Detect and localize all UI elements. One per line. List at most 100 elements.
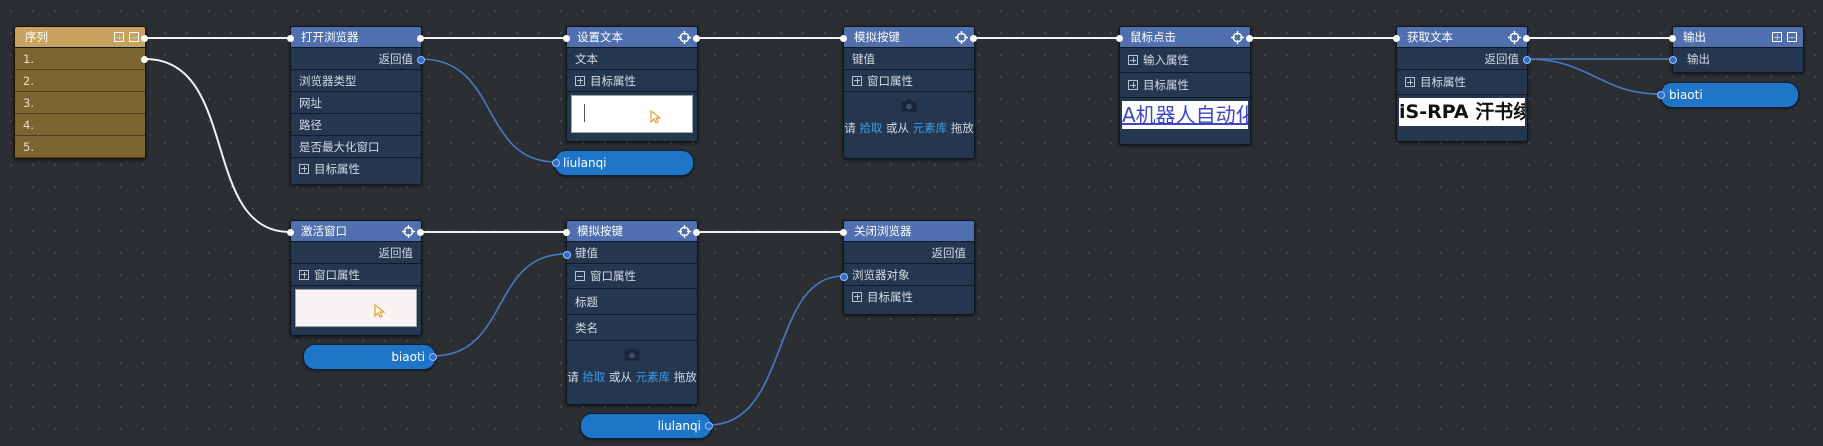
mouse-click-header[interactable]: 鼠标点击	[1120, 27, 1250, 48]
simulate-key-node[interactable]: 模拟按键 键值 窗口属性 请 拾取 或从 元素库 拖放	[843, 26, 975, 159]
sequence-item[interactable]: 3.	[15, 92, 145, 114]
data-out-port[interactable]	[1523, 56, 1531, 64]
mouse-click-node[interactable]: 鼠标点击 输入属性 目标属性 A机器人自动化	[1119, 26, 1251, 145]
sequence-item[interactable]: 2.	[15, 70, 145, 92]
variable-pill-biaoti[interactable]: biaoti	[1660, 82, 1799, 108]
path-field[interactable]: 路径	[291, 114, 421, 136]
target-icon[interactable]	[677, 224, 691, 238]
flow-out-port[interactable]	[693, 229, 700, 236]
window-attr-row[interactable]: 窗口属性	[291, 264, 421, 286]
sequence-header[interactable]: 序列	[15, 27, 145, 48]
camera-icon[interactable]	[901, 99, 917, 112]
open-browser-node[interactable]: 打开浏览器 返回值 浏览器类型 网址 路径 是否最大化窗口 目标属性	[290, 26, 422, 185]
flow-out-port[interactable]	[417, 35, 424, 42]
flow-in-port[interactable]	[287, 35, 294, 42]
expand-icon[interactable]	[299, 163, 309, 174]
library-link[interactable]: 元素库	[635, 370, 671, 384]
output-node[interactable]: 输出 输出	[1672, 26, 1804, 73]
collapse-icon[interactable]	[575, 271, 585, 281]
pick-link[interactable]: 拾取	[859, 121, 883, 135]
set-text-header[interactable]: 设置文本	[567, 27, 697, 48]
target-icon[interactable]	[401, 224, 415, 238]
window-attr-row[interactable]: 窗口属性	[567, 264, 697, 289]
target-attr-row[interactable]: 目标属性	[291, 158, 421, 179]
text-field[interactable]: 文本	[567, 48, 697, 70]
expand-icon[interactable]	[299, 269, 309, 280]
collapse-icon[interactable]	[129, 32, 139, 42]
target-icon[interactable]	[954, 30, 968, 44]
expand-icon[interactable]	[1405, 77, 1415, 87]
data-out-port[interactable]	[417, 56, 425, 64]
key-value-field[interactable]: 键值	[567, 242, 697, 264]
target-attr-row[interactable]: 目标属性	[567, 70, 697, 92]
data-in-port[interactable]	[1669, 56, 1677, 64]
expand-icon[interactable]	[575, 75, 585, 86]
expand-icon[interactable]	[852, 75, 862, 86]
flow-out-port[interactable]	[141, 35, 148, 42]
pick-element-area[interactable]: 请 拾取 或从 元素库 拖放	[844, 92, 974, 143]
collapse-icon[interactable]	[1787, 32, 1797, 42]
variable-pill-liulanqi[interactable]: liulanqi	[554, 150, 694, 176]
flow-in-port[interactable]	[1669, 35, 1676, 42]
variable-pill-biaoti[interactable]: biaoti	[303, 344, 436, 370]
variable-pill-liulanqi[interactable]: liulanqi	[580, 413, 712, 439]
close-browser-node[interactable]: 关闭浏览器 返回值 浏览器对象 目标属性	[843, 220, 975, 315]
flow-out-port[interactable]	[141, 56, 148, 63]
pick-element-area[interactable]: 请 拾取 或从 元素库 拖放	[567, 341, 697, 392]
expand-icon[interactable]	[114, 32, 124, 42]
simulate-key-header[interactable]: 模拟按键	[844, 27, 974, 48]
set-text-node[interactable]: 设置文本 文本 目标属性	[566, 26, 698, 142]
window-attr-row[interactable]: 窗口属性	[844, 70, 974, 92]
data-in-port[interactable]	[552, 159, 560, 167]
flow-in-port[interactable]	[840, 229, 847, 236]
sequence-item[interactable]: 4.	[15, 114, 145, 136]
maximize-field[interactable]: 是否最大化窗口	[291, 136, 421, 158]
target-attr-row[interactable]: 目标属性	[844, 286, 974, 307]
data-in-port[interactable]	[1657, 91, 1665, 99]
browser-object-field[interactable]: 浏览器对象	[844, 264, 974, 286]
library-link[interactable]: 元素库	[912, 121, 948, 135]
target-icon[interactable]	[677, 30, 691, 44]
key-value-field[interactable]: 键值	[844, 48, 974, 70]
flow-in-port[interactable]	[287, 229, 294, 236]
sequence-node[interactable]: 序列 1. 2. 3. 4. 5.	[14, 26, 146, 159]
data-in-port[interactable]	[563, 251, 571, 259]
flow-in-port[interactable]	[1116, 35, 1123, 42]
input-attr-row[interactable]: 输入属性	[1120, 48, 1250, 73]
data-out-port[interactable]	[429, 353, 437, 361]
flow-out-port[interactable]	[970, 35, 977, 42]
expand-icon[interactable]	[852, 291, 862, 302]
flow-out-port[interactable]	[1246, 35, 1253, 42]
get-text-node[interactable]: 获取文本 返回值 目标属性 iS-RPA 汗书续	[1396, 26, 1528, 142]
flow-in-port[interactable]	[563, 229, 570, 236]
target-icon[interactable]	[1507, 30, 1521, 44]
activate-window-header[interactable]: 激活窗口	[291, 221, 421, 242]
target-icon[interactable]	[1230, 30, 1244, 44]
simulate-key-header[interactable]: 模拟按键	[567, 221, 697, 242]
target-attr-row[interactable]: 目标属性	[1397, 70, 1527, 95]
pick-link[interactable]: 拾取	[582, 370, 606, 384]
flow-in-port[interactable]	[563, 35, 570, 42]
title-field[interactable]: 标题	[567, 289, 697, 315]
target-attr-row[interactable]: 目标属性	[1120, 73, 1250, 98]
expand-icon[interactable]	[1128, 80, 1138, 90]
open-browser-header[interactable]: 打开浏览器	[291, 27, 421, 48]
activate-window-node[interactable]: 激活窗口 返回值 窗口属性	[290, 220, 422, 336]
browser-type-field[interactable]: 浏览器类型	[291, 70, 421, 92]
flow-in-port[interactable]	[1393, 35, 1400, 42]
flow-out-port[interactable]	[1523, 35, 1530, 42]
get-text-header[interactable]: 获取文本	[1397, 27, 1527, 48]
flow-out-port[interactable]	[693, 35, 700, 42]
class-name-field[interactable]: 类名	[567, 315, 697, 341]
expand-icon[interactable]	[1128, 55, 1138, 65]
output-header[interactable]: 输出	[1673, 27, 1803, 48]
sequence-item[interactable]: 1.	[15, 48, 145, 70]
flow-out-port[interactable]	[417, 229, 424, 236]
url-field[interactable]: 网址	[291, 92, 421, 114]
expand-icon[interactable]	[1772, 32, 1782, 42]
camera-icon[interactable]	[624, 348, 640, 361]
close-browser-header[interactable]: 关闭浏览器	[844, 221, 974, 242]
data-out-port[interactable]	[705, 422, 713, 430]
flow-in-port[interactable]	[840, 35, 847, 42]
